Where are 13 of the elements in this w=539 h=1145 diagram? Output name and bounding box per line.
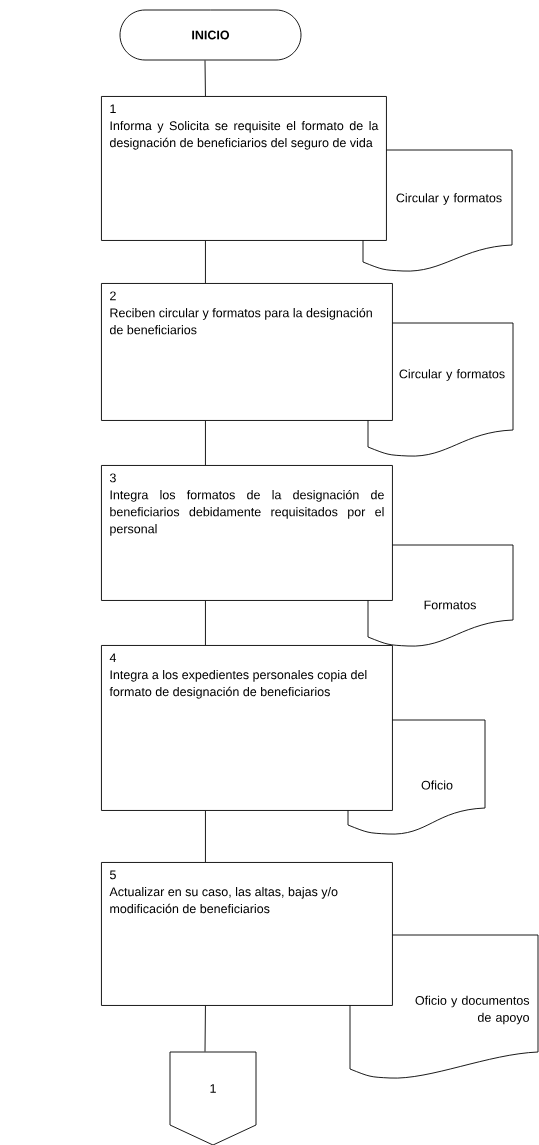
process-box: 5 Actualizar en su caso, las altas, bajas y/o modificación de beneficiarios	[101, 862, 393, 1006]
process-box: 1 Informa y Solicita se requisite el formato de la designación de beneficiarios del seguro de vida	[101, 96, 387, 241]
connector-line	[205, 420, 206, 466]
connector-line	[204, 1005, 206, 1052]
off-page-connector: 1	[169, 1051, 257, 1145]
connector-line	[204, 60, 206, 97]
terminator: INICIO	[119, 9, 302, 61]
connector-line	[205, 600, 206, 646]
process-box: 2 Reciben circular y formatos para la designación de beneficiarios	[101, 283, 393, 421]
process-box: 4 Integra a los expedientes personales copia del formato de designación de beneficiarios	[101, 645, 393, 811]
process-box: 3 Integra los formatos de la designación de beneficiarios debidamente requisitados por el personal	[101, 465, 393, 601]
connector-line	[205, 240, 206, 284]
connector-line	[205, 810, 206, 863]
